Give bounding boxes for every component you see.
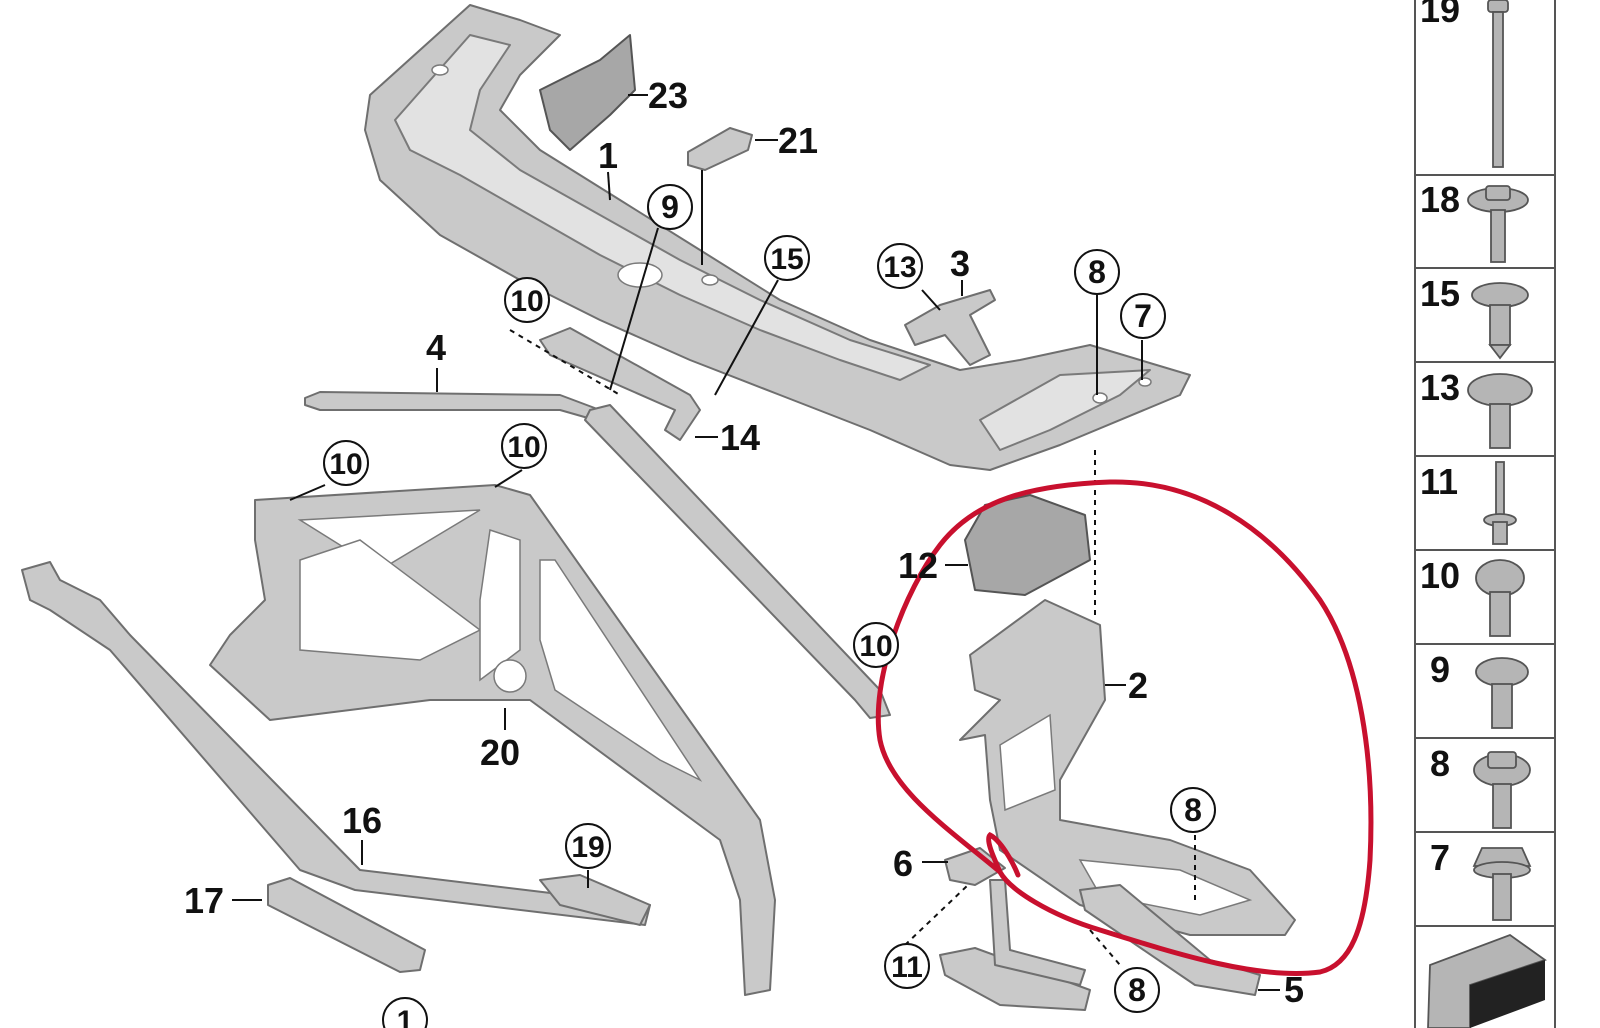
callout-10-a: 10 (510, 285, 543, 318)
callout-15: 15 (770, 243, 803, 276)
bolt-18-icon (1467, 185, 1529, 263)
callout-23: 23 (648, 75, 688, 116)
callout-19: 19 (571, 831, 604, 864)
callout-7: 7 (1134, 298, 1152, 334)
callout-12: 12 (898, 545, 938, 586)
bolt-19-icon (1487, 0, 1509, 168)
fastener-label-8: 8 (1430, 743, 1450, 784)
fastener-label-15: 15 (1420, 273, 1460, 314)
part-5-bracket (1079, 884, 1261, 996)
callout-11: 11 (891, 951, 923, 984)
part-1-cross-member (364, 4, 1191, 471)
part-16-strut (21, 561, 651, 926)
callout-13: 13 (883, 251, 916, 284)
callout-8-b: 8 (1184, 792, 1202, 828)
parts-box-icon (1427, 933, 1547, 1028)
callout-8-a: 8 (1088, 254, 1106, 290)
part-3-bracket (904, 289, 996, 366)
callout-3: 3 (950, 243, 970, 284)
callout-9: 9 (661, 189, 679, 225)
callout-6: 6 (893, 843, 913, 884)
callout-10-c: 10 (507, 431, 540, 464)
bolt-15-icon (1471, 282, 1529, 360)
part-23-bracket (539, 34, 636, 151)
fastener-label-13: 13 (1420, 367, 1460, 408)
bolt-10-icon (1475, 559, 1525, 637)
bolt-13-icon (1467, 373, 1533, 449)
fastener-label-10: 10 (1420, 555, 1460, 596)
rivet-11-icon (1483, 461, 1517, 545)
callout-16: 16 (342, 800, 382, 841)
fastener-label-7: 7 (1430, 837, 1450, 878)
fastener-label-9: 9 (1430, 649, 1450, 690)
bolt-8-icon (1473, 751, 1531, 829)
part-2-bracket (959, 599, 1296, 936)
callout-5: 5 (1284, 969, 1304, 1010)
fastener-label-18: 18 (1420, 179, 1460, 220)
callouts: 23 21 1 9 15 10 13 3 8 7 4 14 10 10 12 1… (184, 75, 1304, 1028)
callout-10-b: 10 (329, 448, 362, 481)
fastener-label-11: 11 (1420, 461, 1458, 502)
callout-1: 1 (598, 135, 618, 176)
fastener-panel: 19 18 15 13 11 10 9 8 7 (1414, 0, 1556, 1028)
callout-10-d: 10 (859, 630, 892, 663)
part-19-pad (539, 874, 651, 926)
highlight-circle (875, 479, 1374, 977)
part-17-plate (267, 877, 426, 973)
part-21-clip (687, 127, 753, 171)
callout-4: 4 (426, 327, 446, 368)
callout-20: 20 (480, 732, 520, 773)
fastener-label-19: 19 (1420, 0, 1460, 30)
leader-lines (232, 94, 1280, 991)
part-14-bracket (539, 327, 701, 441)
callout-21: 21 (778, 120, 818, 161)
callout-17: 17 (184, 880, 224, 921)
callout-cut-bottom: 1 (397, 1005, 414, 1028)
callout-14: 14 (720, 417, 760, 458)
callout-2: 2 (1128, 665, 1148, 706)
callout-8-c: 8 (1128, 972, 1146, 1008)
part-20-frame (209, 484, 776, 996)
bolt-7-icon (1472, 847, 1532, 921)
lower-bracket (939, 947, 1091, 1011)
bolt-9-icon (1475, 657, 1529, 729)
part-4-brace (304, 391, 601, 421)
